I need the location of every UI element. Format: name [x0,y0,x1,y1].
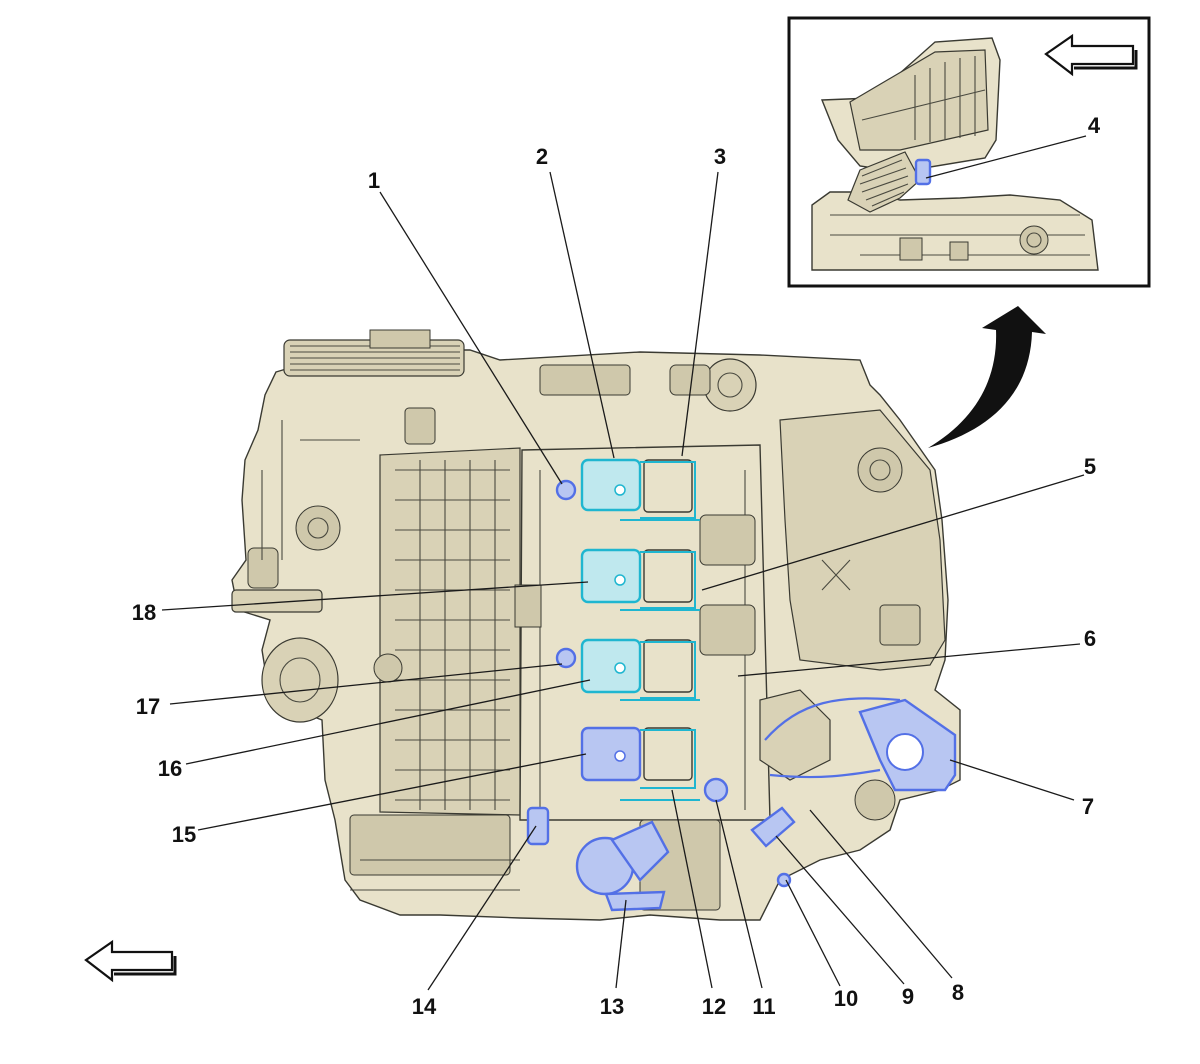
leader-16 [185,679,591,765]
inset-sensor-4 [914,158,932,186]
inset-intake-hose [847,151,921,213]
leader-2 [549,171,615,459]
ignition-coil-cyl3 [580,638,700,701]
callout-label-6: 6 [1084,626,1096,651]
inset-front-arrow-icon [1044,33,1135,77]
callout-label-11: 11 [752,994,775,1019]
callout-label-15: 15 [172,822,196,847]
ignition-coil-cyl2 [580,548,700,611]
leader-9 [775,835,905,985]
inset-view: 4 [787,16,1151,288]
callout-label-16: 16 [158,756,182,781]
ignition-coils-group [580,458,700,801]
callout-label-3: 3 [714,144,726,169]
callout-label-2: 2 [536,144,548,169]
sensor-9 [750,806,796,848]
leader-15 [197,753,587,831]
callout-label-13: 13 [600,994,624,1019]
leader-5 [701,474,1085,591]
view-rotation-curved-arrow-icon [928,306,1046,448]
callout-label-1: 1 [368,168,380,193]
sensor-1 [555,479,577,501]
front-direction-arrow-icon [84,939,174,983]
pump-13 [575,820,670,912]
callout-leaders [161,171,1085,991]
callout-label-10: 10 [834,986,858,1011]
leader-13 [615,899,627,989]
leader-3 [681,171,719,457]
callout-label-17: 17 [136,694,160,719]
ignition-coil-cyl1 [580,458,700,521]
leader-17 [169,663,563,705]
callout-label-7: 7 [1082,794,1094,819]
callout-label-4: 4 [1088,113,1101,138]
callout-label-5: 5 [1084,454,1096,479]
leader-14 [427,825,537,991]
engine-assembly [231,329,961,921]
leader-1 [379,191,563,485]
leader-4 [925,135,1087,179]
intake-duct-7 [764,697,901,779]
leader-7 [949,759,1075,801]
leader-6 [737,643,1081,677]
callout-label-18: 18 [132,600,156,625]
leader-10 [785,879,841,987]
callout-label-14: 14 [412,994,437,1019]
ignition-coil-cyl4 [580,726,700,801]
leader-12 [671,789,713,989]
valve-cover-ribs [395,460,510,810]
callout-label-8: 8 [952,980,964,1005]
sensor-17 [555,647,577,669]
callout-labels: 1 2 3 5 6 7 8 9 10 11 12 13 14 15 16 17 … [132,144,1096,1019]
blue-highlighted-components [526,479,957,912]
turbo-housing [261,637,339,723]
valve-cover [379,447,521,816]
callout-label-9: 9 [902,984,914,1009]
sensor-14 [526,806,550,846]
leader-11 [715,799,763,989]
leader-8 [809,809,953,979]
leader-18 [161,581,589,611]
sensor-11 [703,777,729,803]
callout-label-12: 12 [702,994,726,1019]
